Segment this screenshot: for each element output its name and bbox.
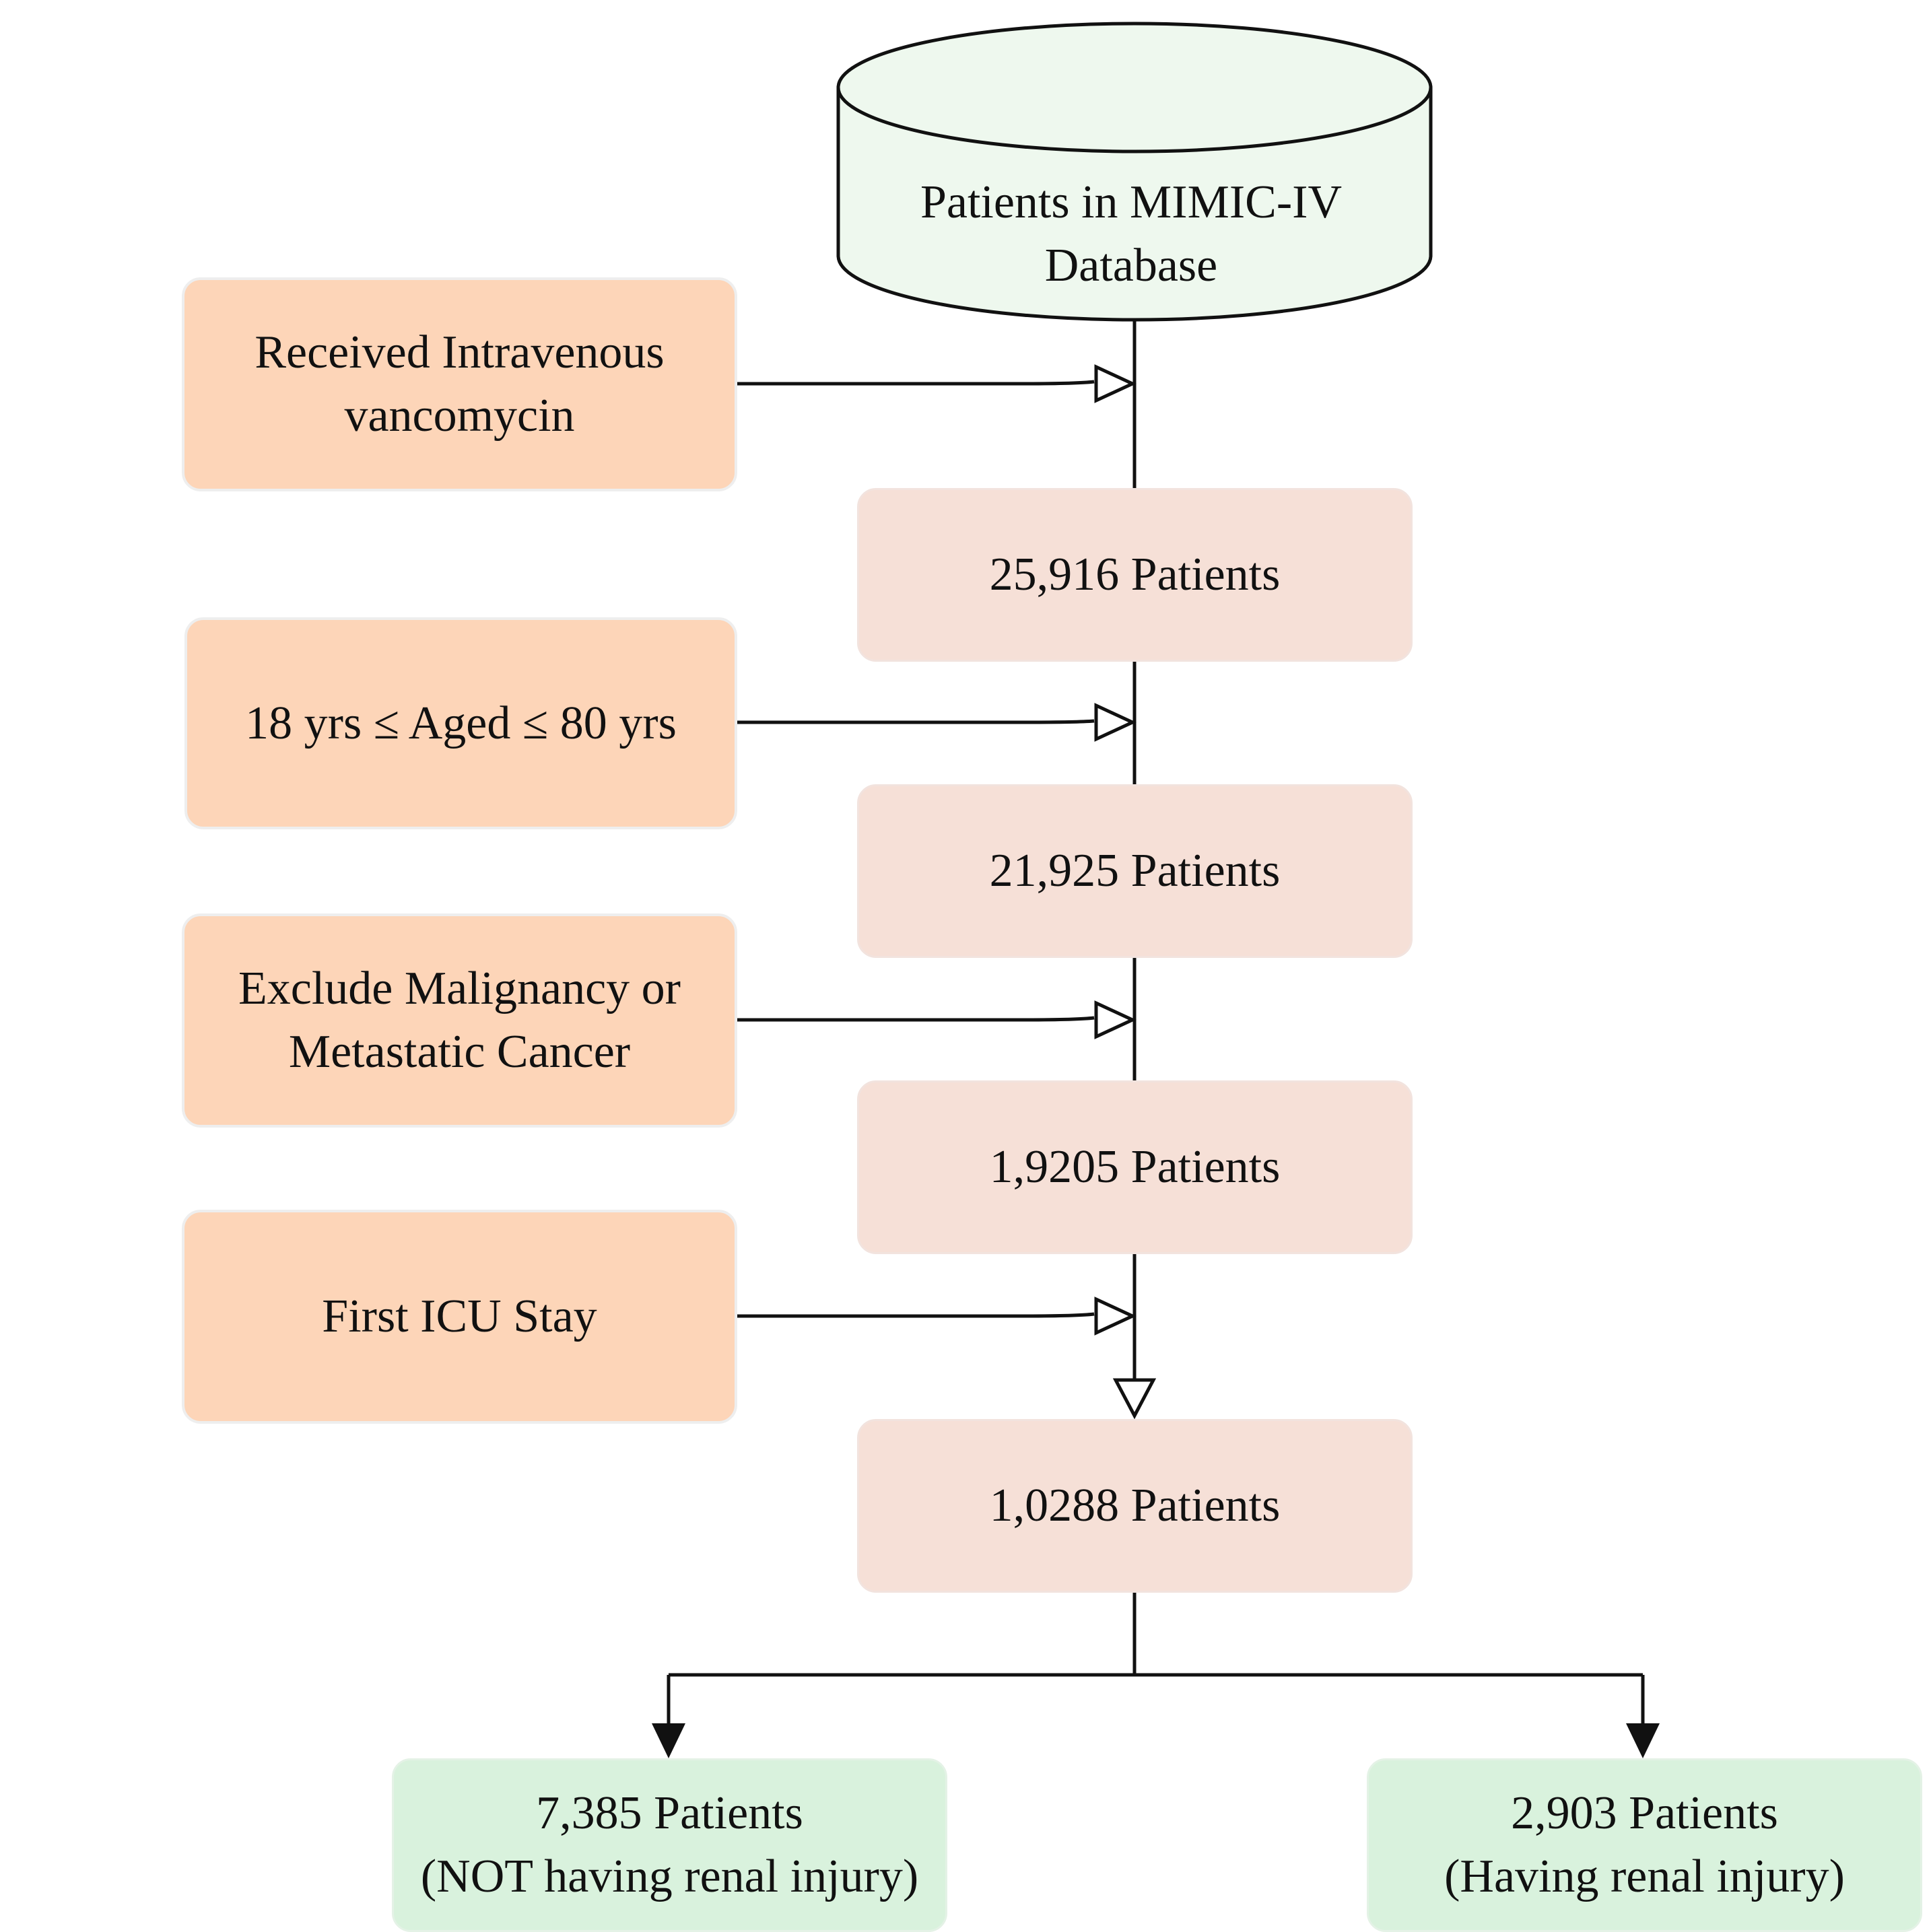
count-box-2: 21,925 Patients bbox=[857, 784, 1413, 958]
hollow-arrowhead-icon bbox=[1094, 703, 1137, 742]
outcome-box-no-renal-injury: 7,385 Patients (NOT having renal injury) bbox=[392, 1758, 947, 1932]
criterion-box-vancomycin: Received Intravenous vancomycin bbox=[182, 277, 737, 491]
count-box-1: 25,916 Patients bbox=[857, 488, 1413, 662]
outcome-box-renal-injury: 2,903 Patients (Having renal injury) bbox=[1367, 1758, 1922, 1932]
arrowhead-down-icon bbox=[652, 1723, 685, 1758]
criterion-box-age: 18 yrs ≤ Aged ≤ 80 yrs bbox=[184, 617, 737, 829]
criterion-box-malignancy: Exclude Malignancy or Metastatic Cancer bbox=[182, 913, 737, 1128]
criterion-arrow-4 bbox=[737, 1312, 1095, 1318]
database-cylinder-icon bbox=[836, 22, 1433, 322]
count-box-3: 1,9205 Patients bbox=[857, 1080, 1413, 1254]
count-box-4: 1,0288 Patients bbox=[857, 1419, 1413, 1593]
hollow-arrowhead-down-icon bbox=[1112, 1378, 1157, 1420]
criterion-box-first-icu: First ICU Stay bbox=[182, 1210, 737, 1424]
hollow-arrowhead-icon bbox=[1094, 1297, 1137, 1336]
criterion-arrow-1 bbox=[737, 380, 1095, 386]
criterion-arrow-3 bbox=[737, 1016, 1095, 1022]
criterion-arrow-2 bbox=[737, 719, 1095, 724]
database-label: Patients in MIMIC-IV Database bbox=[920, 176, 1343, 291]
hollow-arrowhead-icon bbox=[1094, 1000, 1137, 1039]
split-connector bbox=[667, 1592, 1645, 1727]
hollow-arrowhead-icon bbox=[1094, 364, 1137, 403]
arrowhead-down-icon bbox=[1626, 1723, 1660, 1758]
